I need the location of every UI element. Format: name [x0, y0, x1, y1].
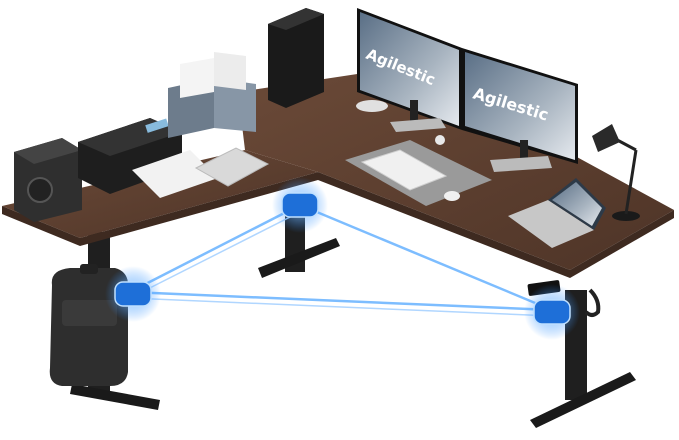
- desk-gadget: [356, 100, 388, 112]
- tablet-icon: [194, 147, 270, 187]
- monitor-left: Agilestic: [357, 8, 462, 132]
- earbuds-case: [435, 135, 445, 145]
- storage-boxes: [168, 52, 256, 138]
- keyboard-icon: [360, 149, 448, 191]
- printer-icon: [78, 118, 218, 198]
- laptop-icon: [508, 178, 606, 248]
- motor-icon: [105, 177, 580, 340]
- headphone-hook-icon: [584, 288, 601, 317]
- lamp-icon: [592, 124, 640, 221]
- monitor-right: Agilestic: [462, 48, 578, 172]
- desktop-left-front-edge: [80, 172, 318, 246]
- pc-tower-icon: [268, 8, 324, 108]
- mouse-icon: [444, 191, 460, 201]
- speaker-icon: [14, 138, 82, 222]
- motor-sync-beams: [129, 203, 553, 317]
- foot-middle: [258, 238, 340, 278]
- foot-right: [530, 372, 636, 428]
- foot-left: [70, 384, 160, 410]
- desktop-left-wing-edge: [2, 206, 80, 246]
- desktop-main-edge: [570, 210, 674, 278]
- desktop-main-front-edge: [318, 172, 570, 278]
